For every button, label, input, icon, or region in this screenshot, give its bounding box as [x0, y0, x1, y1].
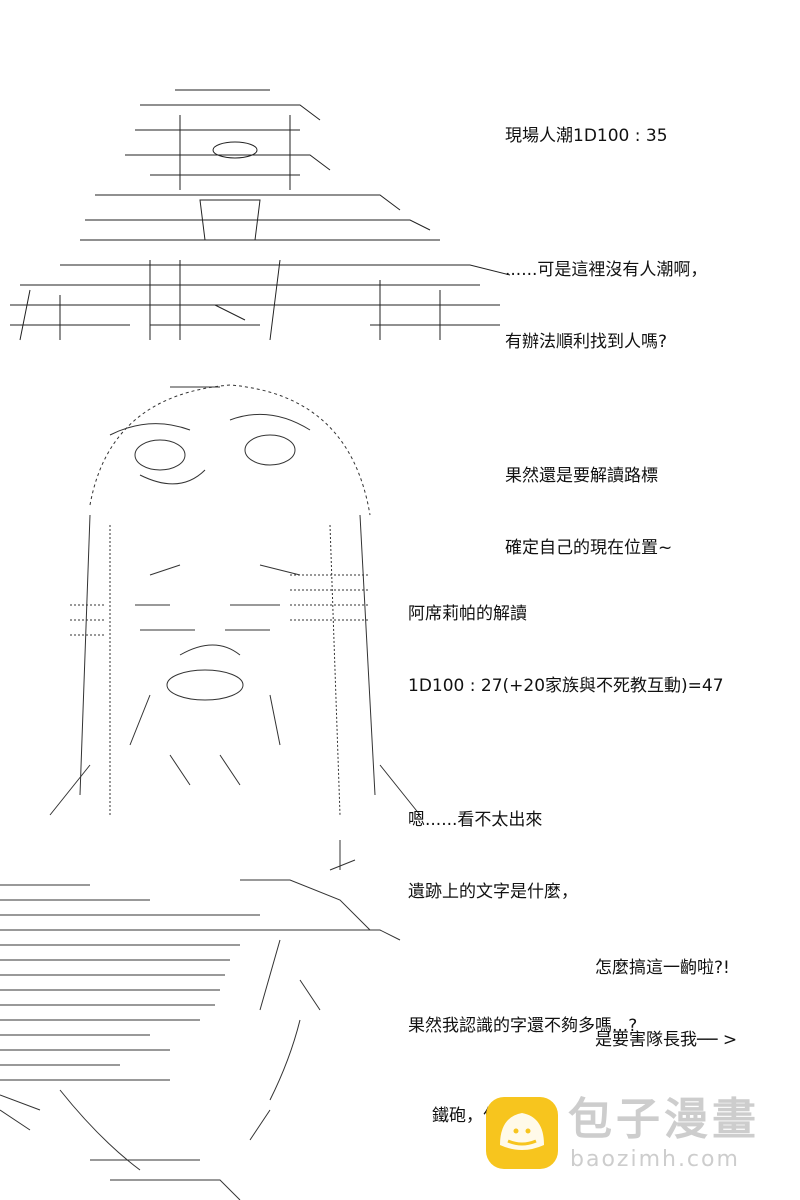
dialogue-line: 怎麼搞這一齣啦?!	[595, 958, 730, 978]
dice-roll-reading: 1D100 : 27(+20家族與不死教互動)=47	[408, 676, 724, 696]
dialogue-line: 嗯......看不太出來	[408, 810, 543, 830]
ascii-art-figure-2	[49, 384, 421, 816]
dice-roll-crowd: 現場人潮1D100 : 35	[505, 126, 668, 146]
dialogue-line: 有辦法順利找到人嗎?	[505, 332, 668, 352]
dialogue-line: 是要害隊長我── >	[595, 1030, 738, 1050]
reading-title: 阿席莉帕的解讀	[408, 604, 527, 624]
dialogue-line: ......可是這裡沒有人潮啊，	[505, 260, 708, 280]
dialogue-line: 確定自己的現在位置~	[505, 538, 673, 558]
panel-1: 現場人潮1D100 : 35 ......可是這裡沒有人潮啊， 有辦法順利找到人…	[0, 0, 800, 558]
panel-2: 阿席莉帕的解讀 1D100 : 27(+20家族與不死教互動)=47 嗯....…	[0, 370, 800, 1036]
watermark-url: baozimh.com	[570, 1147, 740, 1172]
bun-icon	[486, 1097, 558, 1169]
ascii-art-figure-3	[0, 840, 401, 1200]
dialogue-line: 果然還是要解讀路標	[505, 466, 658, 486]
watermark-name: 包子漫畫	[568, 1094, 760, 1145]
watermark-logo: 包子漫畫 baozimh.com	[486, 1093, 776, 1177]
dialogue-line: 果然我認識的字還不夠多嗎...?	[408, 1016, 638, 1036]
ascii-art-figure-1	[10, 89, 511, 341]
dialogue-line: 遺跡上的文字是什麼，	[408, 882, 578, 902]
